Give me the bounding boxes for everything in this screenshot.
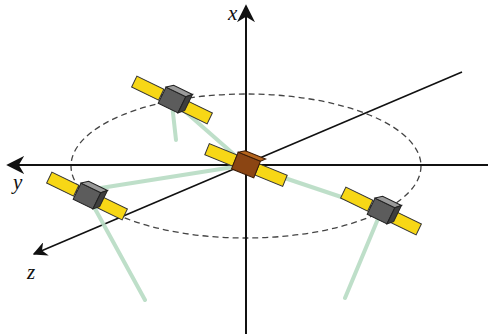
satellite	[339, 180, 425, 237]
axis-label: y	[13, 172, 22, 193]
satellite	[45, 165, 131, 222]
axis-label: x	[228, 3, 237, 24]
axis-label: z	[27, 262, 35, 283]
inter-satellite-links	[88, 100, 380, 300]
z-axis	[34, 72, 462, 254]
satellite	[130, 69, 216, 126]
center-satellite	[204, 137, 290, 189]
